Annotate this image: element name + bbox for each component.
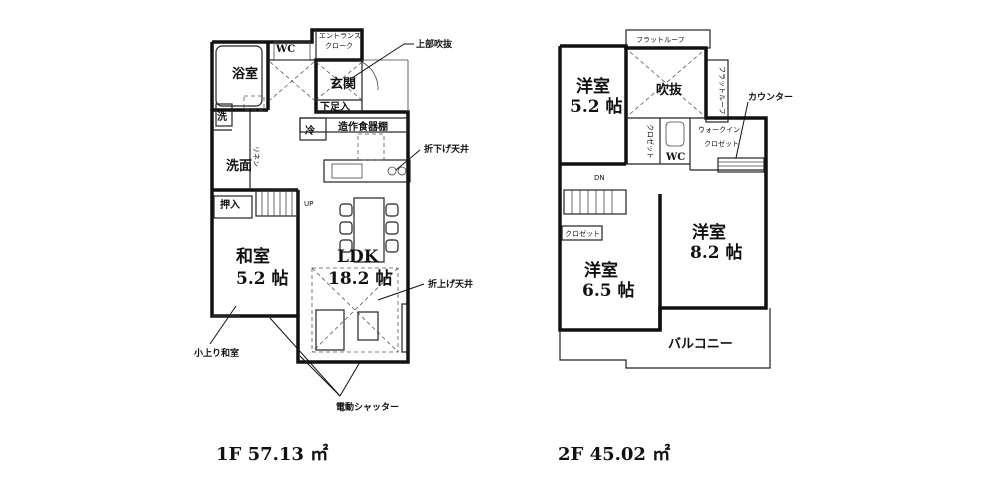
balcony-outline [559, 308, 771, 369]
sofa-icon [315, 309, 345, 351]
void-label: 吹抜 [656, 82, 683, 98]
raised-ceiling-outline [311, 267, 399, 353]
closet-small-label: クロゼット [646, 124, 655, 159]
staircase-1f [255, 189, 299, 217]
wc-2f-label: WC [665, 152, 685, 163]
bed3-label: 洋室 [692, 222, 726, 243]
washing-machine-icon [215, 103, 233, 127]
entrance-closet-label-1: エントランス [319, 32, 361, 40]
upper-void-annotation: 上部吹抜 [416, 38, 453, 50]
stairs-up-label: UP [304, 200, 313, 208]
staircase-2f [563, 189, 627, 215]
shutter-annotation: 電動シャッター [336, 401, 399, 413]
floor-1-plan: 浴室 WC エントランス クローク 玄関 下足入 洗 リネン 洗面 冷 造作食器… [193, 28, 473, 413]
closet2-label: クロゼット [565, 229, 600, 238]
bed1-label: 洋室 [576, 76, 610, 97]
pantry-label: 造作食器棚 [338, 120, 388, 133]
floor-2-area-label: 2F 45.02 ㎡ [558, 443, 670, 465]
stove-burner-icon [387, 166, 397, 176]
drop-ceiling-annotation: 折下げ天井 [424, 143, 469, 155]
wash-machine-label: 洗 [217, 110, 227, 123]
bed2-size: 6.5 帖 [582, 280, 635, 301]
washitsu-size: 5.2 帖 [236, 268, 289, 289]
bed1-size: 5.2 帖 [570, 96, 623, 117]
shoebox-label: 下足入 [320, 101, 350, 113]
entrance-door-swing [361, 61, 379, 91]
raised-ceiling-annotation: 折上げ天井 [428, 278, 473, 290]
flat-roof-top-label: フラットルーフ [636, 36, 685, 44]
fridge-space [299, 117, 327, 141]
fridge-label: 冷 [305, 124, 315, 137]
closet-2f-box [561, 225, 603, 241]
counter-annotation: カウンター [748, 91, 793, 103]
wc-1f-label: WC [275, 44, 295, 55]
genkan-label: 玄関 [330, 76, 356, 92]
ldk-label: LDK [337, 247, 380, 267]
washroom-label: 洗面 [226, 158, 252, 174]
tv-board-icon [401, 303, 409, 353]
bed2-label: 洋室 [584, 260, 618, 281]
washitsu-label: 和室 [236, 246, 270, 267]
oshiire-closet [213, 195, 253, 219]
dining-table [353, 197, 385, 263]
balcony-label: バルコニー [668, 337, 733, 352]
bathtub-icon [215, 45, 263, 107]
floor-1-area-label: 1F 57.13 ㎡ [216, 443, 328, 465]
sink-icon [331, 163, 363, 179]
oshiire-label: 押入 [220, 198, 240, 211]
toilet-2f-icon [665, 121, 685, 147]
entrance-closet-label-2: クローク [325, 42, 353, 50]
kitchen-counter [323, 159, 411, 183]
bed3-size: 8.2 帖 [690, 242, 743, 263]
stairs-down-label: DN [594, 174, 605, 182]
counter-icon [717, 157, 765, 173]
floor-2-plan: フラットルーフ フラットルーフ 洋室 5.2 帖 吹抜 クロゼット WC ウォー… [558, 29, 793, 369]
flat-roof-side-label: フラットルーフ [718, 66, 726, 115]
bath-label: 浴室 [232, 66, 258, 82]
raised-tatami-annotation: 小上り和室 [193, 347, 239, 359]
wic-label-1: ウォークイン [698, 126, 740, 134]
linen-label: リネン [252, 146, 260, 167]
toilet-1f-icon [273, 41, 311, 61]
ldk-size: 18.2 帖 [328, 268, 392, 289]
coffee-table-icon [357, 311, 379, 341]
wic-label-2: クロゼット [704, 139, 739, 148]
